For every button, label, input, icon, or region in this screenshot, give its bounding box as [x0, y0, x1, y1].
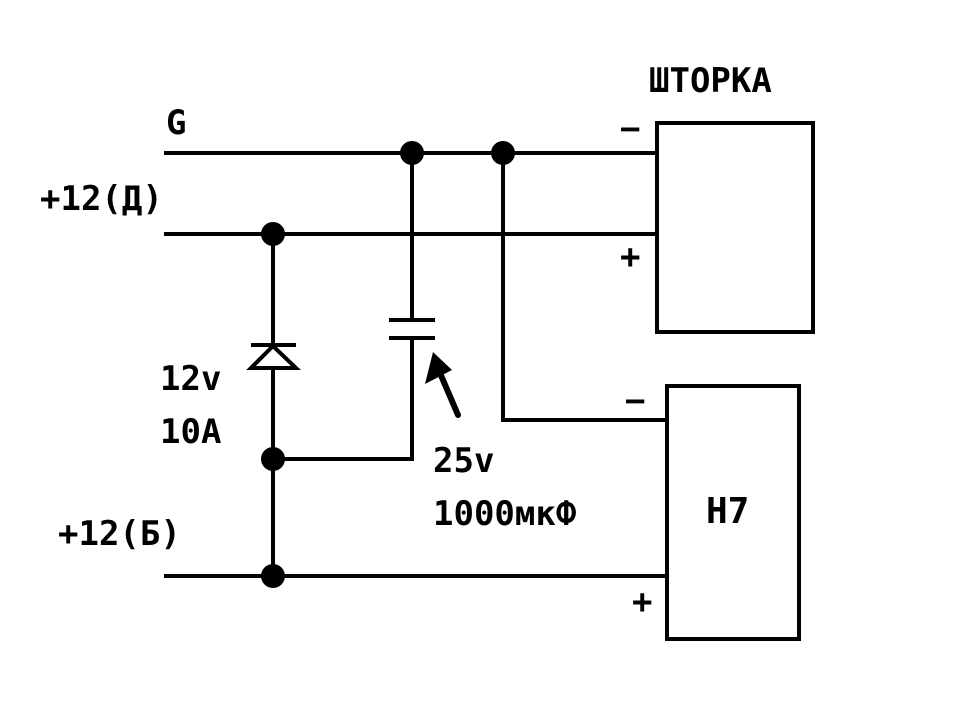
junction-diode-capacitor	[261, 447, 285, 471]
shutter-minus-sign: −	[620, 109, 640, 149]
shutter-title: ШТОРКА	[649, 61, 772, 101]
diode-triangle	[246, 343, 301, 370]
junction-supply-b-diode	[261, 564, 285, 588]
supply-b-label: +12(Б)	[58, 514, 181, 554]
junction-ground-capacitor	[400, 141, 424, 165]
diode-symbol	[246, 343, 301, 370]
h7-minus-sign: −	[625, 381, 645, 421]
junction-supply-d-diode	[261, 222, 285, 246]
junction-ground-h7	[491, 141, 515, 165]
capacitor-symbol	[389, 318, 435, 340]
arrowhead	[425, 352, 452, 384]
capacitor-voltage-label: 25v	[433, 441, 494, 481]
wires	[164, 151, 669, 578]
shutter-plus-sign: +	[620, 237, 640, 277]
capacitor-capacitance-label: 1000мкФ	[433, 494, 577, 534]
h7-plus-sign: +	[632, 582, 652, 622]
junctions	[261, 141, 515, 588]
load-box-h7	[665, 384, 801, 641]
diode-current-label: 10A	[160, 412, 221, 452]
capacitor-pointer-arrow	[425, 352, 461, 418]
load-box-shutter	[655, 121, 815, 334]
ground-label: G	[166, 103, 186, 143]
supply-d-label: +12(Д)	[40, 179, 163, 219]
h7-title: H7	[706, 491, 749, 532]
diode-voltage-label: 12v	[160, 359, 221, 399]
